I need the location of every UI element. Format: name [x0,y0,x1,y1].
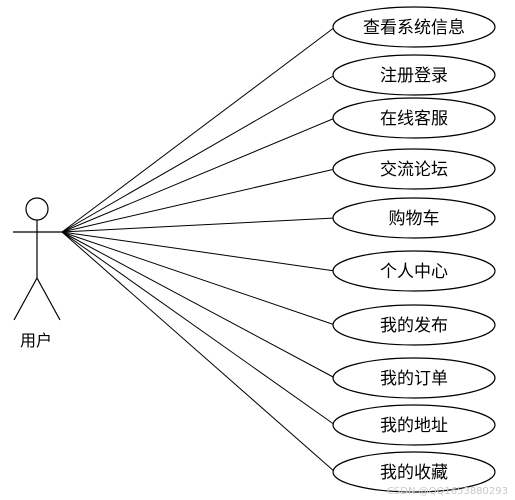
association-line [61,231,336,426]
use-case-label: 我的收藏 [380,463,448,483]
actor-head [25,197,49,221]
use-case: 购物车 [332,197,496,239]
use-case: 在线客服 [332,97,496,139]
use-case: 我的发布 [332,304,496,346]
actor-left-leg [13,277,38,321]
association-line [61,231,336,379]
association-line [61,231,336,473]
use-case-list: 查看系统信息注册登录在线客服交流论坛购物车个人中心我的发布我的订单我的地址我的收… [332,6,496,493]
use-case-ellipse [332,54,496,96]
use-case: 个人中心 [332,250,496,292]
use-case: 查看系统信息 [332,6,496,48]
association-line [61,217,336,233]
use-case-ellipse [332,250,496,292]
use-case-ellipse [332,404,496,446]
use-case-label: 我的地址 [380,416,448,436]
use-case-ellipse [332,304,496,346]
use-case-label: 在线客服 [380,109,448,129]
use-case-label: 购物车 [389,209,440,229]
association-line [61,168,336,233]
use-case-label: 注册登录 [380,66,448,86]
use-case-ellipse [332,357,496,399]
use-case-ellipse [332,148,496,190]
use-case-ellipse [332,97,496,139]
use-case: 我的地址 [332,404,496,446]
association-line [61,231,336,326]
use-case-label: 个人中心 [380,262,448,282]
use-case: 交流论坛 [332,148,496,190]
actor-label: 用户 [20,331,52,350]
association-line [61,26,336,233]
association-lines [61,26,336,473]
use-case-label: 我的发布 [380,316,448,336]
use-case: 我的收藏 [332,451,496,493]
use-case-label: 查看系统信息 [363,18,465,38]
watermark: CSDN @QQ1653880293 [387,486,508,497]
association-line [61,231,336,272]
association-line [61,74,336,233]
use-case-ellipse [332,6,496,48]
use-case: 注册登录 [332,54,496,96]
actor-user: 用户 [13,197,62,350]
actor-right-leg [36,277,61,321]
use-case-ellipse [332,451,496,493]
use-case-ellipse [332,197,496,239]
association-line [61,117,336,233]
use-case: 我的订单 [332,357,496,399]
use-case-label: 交流论坛 [380,160,448,180]
use-case-label: 我的订单 [380,369,448,389]
